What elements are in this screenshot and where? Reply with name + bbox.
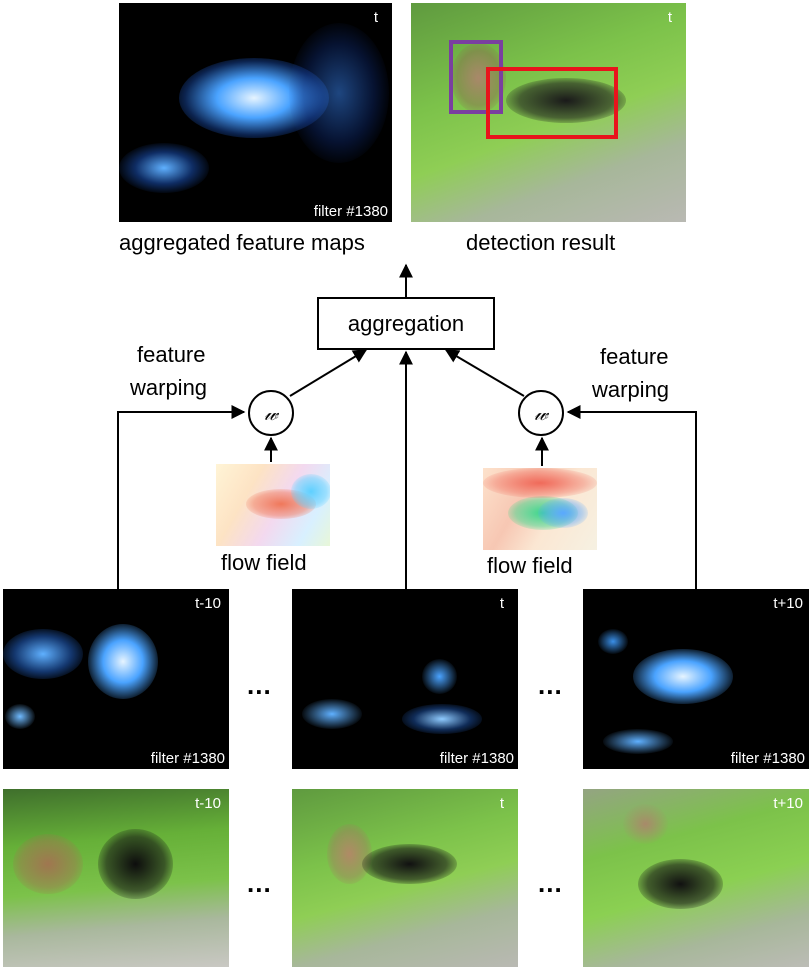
feature-t-plus-10-filter: filter #1380 (730, 750, 805, 767)
warp-symbol-right: 𝓌 (534, 401, 548, 425)
flow-field-left (216, 464, 330, 546)
cat-black-blur (506, 78, 626, 123)
fox (13, 834, 83, 894)
feature-t-minus-10-time: t-10 (195, 595, 221, 612)
arrow-left-warp-to-aggregation (289, 349, 368, 397)
feature-t-minus-10-filter: filter #1380 (150, 750, 225, 767)
feature-map-filter-label: filter #1380 (313, 203, 388, 220)
left-feature-warping-label-1: feature (137, 342, 206, 367)
feature-map-t-minus-10: t-10 filter #1380 (3, 589, 229, 769)
feature-glow-right (289, 23, 389, 163)
detection-time-label: t (667, 9, 672, 26)
feature-glow-left (119, 143, 209, 193)
cat (362, 844, 457, 884)
glow-b (3, 629, 83, 679)
frame-t-plus-10: t+10 (583, 789, 809, 967)
glow-c (5, 704, 35, 729)
cat (638, 859, 723, 909)
ellipsis-frame-right: ... (538, 868, 563, 898)
feature-t-plus-10-time: t+10 (773, 595, 803, 612)
glow-a (88, 624, 158, 699)
glow-b (402, 704, 482, 734)
frame-t-minus-10: t-10 (3, 789, 229, 967)
feature-t-time: t (499, 595, 504, 612)
warp-symbol-left: 𝓌 (264, 401, 278, 425)
warp-node-right: 𝓌 (518, 390, 564, 436)
ellipsis-feature-left: ... (247, 670, 272, 700)
glow-b (603, 729, 673, 754)
glow-c (598, 629, 628, 654)
glow-c (422, 659, 457, 694)
frame-t: t (292, 789, 518, 967)
frame-t-time: t (499, 795, 504, 812)
warp-node-left: 𝓌 (248, 390, 294, 436)
feature-map-time-label: t (373, 9, 378, 26)
glow-a (633, 649, 733, 704)
flow-field-left-caption: flow field (221, 550, 307, 575)
aggregated-feature-maps-caption: aggregated feature maps (119, 230, 365, 255)
right-feature-warping-label-1: feature (600, 344, 669, 369)
detection-result-image: t (411, 3, 686, 222)
flow-right-red-region (483, 468, 597, 498)
fox-blur (451, 43, 506, 113)
arrow-left-feature-to-warp (117, 405, 246, 590)
flow-right-blue-region (538, 498, 588, 528)
feature-map-t: t filter #1380 (292, 589, 518, 769)
frame-t-minus-10-time: t-10 (195, 795, 221, 812)
ellipsis-feature-right: ... (538, 670, 563, 700)
feature-t-filter: filter #1380 (439, 750, 514, 767)
arrow-right-warp-to-aggregation (444, 349, 525, 397)
detection-result-caption: detection result (466, 230, 616, 255)
arrow-right-feature-to-warp (566, 405, 697, 590)
right-feature-warping-label-2: warping (592, 377, 670, 402)
glow-a (302, 699, 362, 729)
feature-map-t-plus-10: t+10 filter #1380 (583, 589, 809, 769)
aggregated-feature-map: t filter #1380 (119, 3, 392, 222)
flow-field-right-caption: flow field (487, 553, 573, 578)
flow-field-right (483, 468, 597, 550)
flow-left-cyan-region (291, 474, 330, 509)
detection-box-red (486, 67, 618, 139)
cat (98, 829, 173, 899)
fox (623, 804, 668, 844)
frame-t-plus-10-time: t+10 (773, 795, 803, 812)
aggregation-box: aggregation (317, 297, 495, 350)
aggregation-label: aggregation (347, 310, 465, 336)
detection-box-purple (449, 40, 503, 114)
fox (327, 824, 372, 884)
left-feature-warping-label-2: warping (130, 375, 208, 400)
ellipsis-frame-left: ... (247, 868, 272, 898)
